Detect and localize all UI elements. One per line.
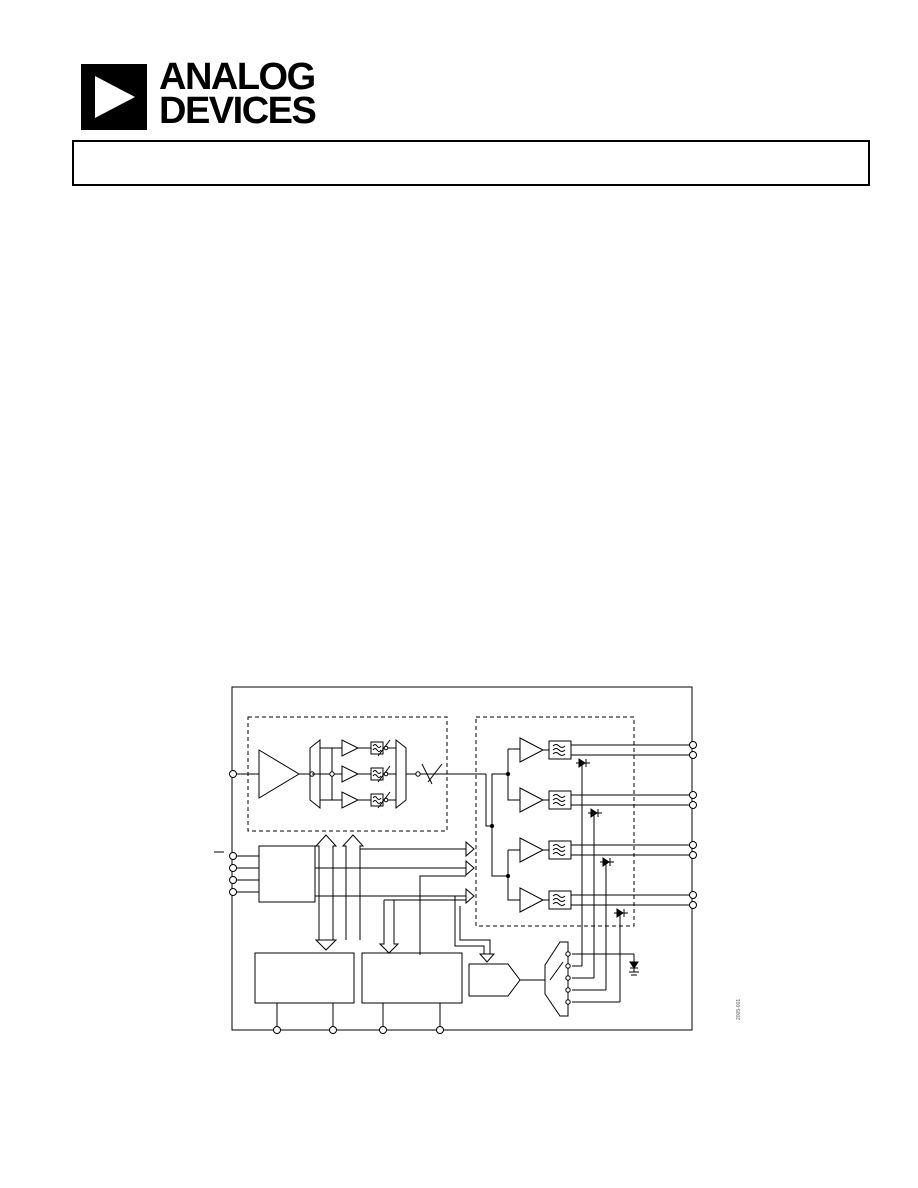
out-filter-4-icon <box>548 890 572 910</box>
digital-pin-3 <box>229 876 237 884</box>
amp-a-icon <box>341 739 360 757</box>
out-pin-3n <box>689 851 697 859</box>
ground-diode-icon <box>629 961 639 969</box>
out-pin-3p <box>689 841 697 849</box>
out-pin-4n <box>689 901 697 909</box>
logo-wordmark: ANALOG DEVICES <box>159 56 317 132</box>
splitter-left <box>309 738 321 810</box>
out-amp-4-icon <box>519 887 545 913</box>
amp-c-icon <box>341 791 360 809</box>
out-filter-2-icon <box>548 790 572 810</box>
bottom-pin-4 <box>436 1026 444 1034</box>
out-pin-4p <box>689 891 697 899</box>
bottom-pin-2 <box>329 1026 337 1034</box>
bottom-pin-3 <box>379 1026 387 1034</box>
out-pin-2n <box>689 801 697 809</box>
figure-code: 2005-001 <box>736 998 742 1020</box>
out-pin-1n <box>689 751 697 759</box>
out-pin-1p <box>689 741 697 749</box>
digital-pin-1 <box>229 852 237 860</box>
digital-pin-2 <box>229 864 237 872</box>
lower-block-left <box>254 952 355 1004</box>
bottom-pin-1 <box>273 1026 281 1034</box>
adc-block <box>468 963 521 997</box>
logo-triangle-icon <box>81 64 147 130</box>
combiner-right <box>395 738 407 810</box>
out-pin-2p <box>689 791 697 799</box>
input-amplifier-icon <box>258 749 300 799</box>
control-logic-block <box>258 845 316 903</box>
title-bar <box>72 140 870 186</box>
multiplexer <box>544 941 569 1017</box>
out-amp-3-icon <box>519 837 545 863</box>
out-filter-3-icon <box>548 840 572 860</box>
amp-b-icon <box>341 765 360 783</box>
lower-block-right <box>361 952 463 1004</box>
functional-block-diagram <box>214 686 697 1034</box>
logo-line-1: ANALOG <box>159 56 316 98</box>
logo-line-2: DEVICES <box>159 90 317 132</box>
digital-pin-4 <box>229 888 237 896</box>
out-filter-1-icon <box>548 740 572 760</box>
input-pin <box>229 770 237 778</box>
out-amp-1-icon <box>519 737 545 763</box>
company-logo: ANALOG DEVICES <box>81 58 321 132</box>
out-amp-2-icon <box>519 787 545 813</box>
dashed-block-right <box>475 716 635 927</box>
